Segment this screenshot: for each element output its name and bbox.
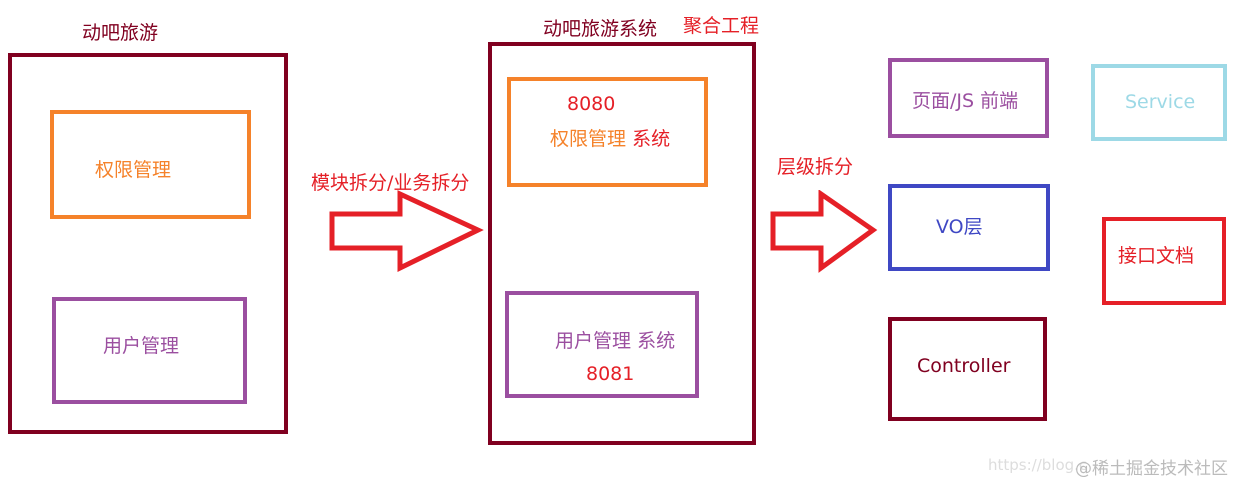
api-doc-label: 接口文档 bbox=[1118, 245, 1195, 267]
permission-module-label: 权限管理 bbox=[95, 159, 172, 181]
user-module-label: 用户管理 bbox=[103, 335, 180, 357]
permission-system-name: 权限管理 bbox=[550, 128, 627, 150]
left-title: 动吧旅游 bbox=[82, 22, 159, 44]
user-system-port: 8081 bbox=[586, 363, 635, 385]
user-system-label: 用户管理 系统 bbox=[555, 326, 675, 353]
middle-title: 动吧旅游系统 bbox=[543, 18, 658, 40]
user-system-box bbox=[505, 291, 699, 398]
permission-system-label: 权限管理 系统 bbox=[550, 124, 670, 151]
permission-module-box bbox=[50, 110, 251, 219]
user-system-name: 用户管理 bbox=[555, 330, 632, 352]
controller-label: Controller bbox=[917, 355, 1011, 377]
permission-system-suffix: 系统 bbox=[632, 128, 671, 150]
right-arrow-icon bbox=[770, 190, 878, 273]
user-module-box bbox=[52, 297, 247, 404]
monolith-container bbox=[8, 53, 288, 434]
controller-box bbox=[888, 317, 1047, 421]
service-label: Service bbox=[1125, 91, 1196, 113]
watermark-url: https://blog.c bbox=[988, 456, 1088, 474]
api-doc-box bbox=[1102, 217, 1226, 305]
aggregate-project-container bbox=[488, 42, 756, 445]
vo-layer-label: VO层 bbox=[936, 216, 983, 238]
arrow1-label: 模块拆分/业务拆分 bbox=[311, 172, 470, 194]
watermark-brand: @稀土掘金技术社区 bbox=[1075, 459, 1228, 479]
vo-layer-box bbox=[888, 184, 1050, 271]
right-arrow-icon bbox=[329, 190, 484, 272]
permission-system-port: 8080 bbox=[567, 93, 616, 115]
user-system-suffix: 系统 bbox=[637, 330, 676, 352]
arrow2-label: 层级拆分 bbox=[777, 156, 854, 178]
frontend-label: 页面/JS 前端 bbox=[912, 90, 1019, 112]
service-box bbox=[1091, 64, 1227, 141]
permission-system-box bbox=[507, 77, 708, 187]
middle-subtitle: 聚合工程 bbox=[683, 15, 760, 37]
frontend-box bbox=[888, 58, 1049, 138]
